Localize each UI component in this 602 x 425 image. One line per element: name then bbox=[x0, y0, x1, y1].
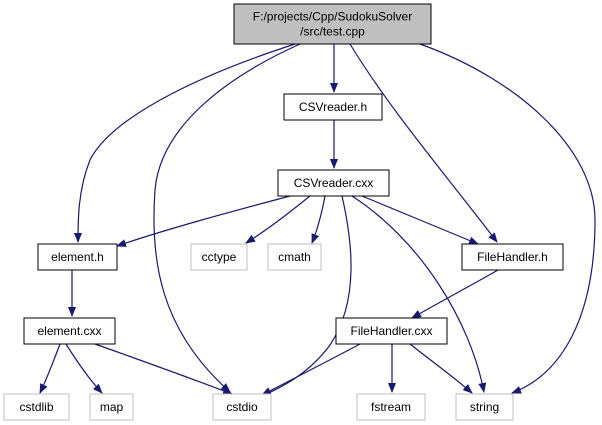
node-fstream: fstream bbox=[356, 393, 426, 421]
edge-layer bbox=[39, 43, 596, 397]
node-label: cctype bbox=[202, 250, 237, 264]
node-label: string bbox=[470, 400, 499, 414]
node-cctype: cctype bbox=[190, 243, 248, 271]
edge-element_cxx-to-cstdlib bbox=[39, 343, 61, 394]
node-cmath: cmath bbox=[267, 243, 322, 271]
node-label: element.cxx bbox=[37, 324, 101, 338]
node-box bbox=[267, 243, 322, 271]
node-element-cxx[interactable]: element.cxx bbox=[23, 317, 116, 345]
edge-csvreader_cxx-to-cmath bbox=[311, 195, 326, 244]
edge-csvreader_cxx-to-filehandler_h bbox=[361, 195, 479, 245]
edge-test-to-filehandler_h bbox=[349, 43, 498, 243]
node-box bbox=[3, 393, 70, 421]
node-box bbox=[89, 393, 134, 421]
node-label: cstdio bbox=[226, 400, 258, 414]
edge-csvreader_cxx-to-cstdio bbox=[261, 195, 352, 397]
node-label: /src/test.cpp bbox=[300, 25, 365, 39]
node-label: FileHandler.cxx bbox=[350, 324, 432, 338]
edge-test-to-element_h bbox=[74, 43, 296, 243]
node-label: F:/projects/Cpp/SudokuSolver bbox=[253, 10, 412, 24]
edge-csvreader_cxx-to-cctype bbox=[245, 195, 311, 244]
edge-csvreader_cxx-to-string bbox=[351, 195, 487, 393]
node-label: cstdlib bbox=[19, 400, 53, 414]
node-box bbox=[23, 317, 116, 345]
node-test[interactable]: F:/projects/Cpp/SudokuSolver/src/test.cp… bbox=[233, 3, 432, 45]
node-csvreader-h[interactable]: CSVreader.h bbox=[283, 93, 383, 121]
edge-filehandler_h-to-filehandler_cxx bbox=[411, 269, 499, 319]
node-label: CSVreader.cxx bbox=[294, 176, 374, 190]
node-cstdlib: cstdlib bbox=[3, 393, 70, 421]
node-box bbox=[455, 393, 514, 421]
node-box bbox=[212, 393, 272, 421]
node-label: CSVreader.h bbox=[299, 100, 367, 114]
node-label: map bbox=[100, 400, 124, 414]
node-layer: F:/projects/Cpp/SudokuSolver/src/test.cp… bbox=[3, 3, 564, 421]
node-box bbox=[190, 243, 248, 271]
node-box bbox=[277, 169, 390, 197]
node-csvreader-cxx[interactable]: CSVreader.cxx bbox=[277, 169, 390, 197]
node-filehandler-h[interactable]: FileHandler.h bbox=[461, 243, 564, 271]
edge-filehandler_cxx-to-cstdio bbox=[261, 343, 361, 396]
edge-test-to-cstdio bbox=[153, 43, 301, 393]
node-element-h[interactable]: element.h bbox=[37, 243, 118, 271]
node-box bbox=[335, 317, 448, 345]
node-filehandler-cxx[interactable]: FileHandler.cxx bbox=[335, 317, 448, 345]
node-map: map bbox=[89, 393, 134, 421]
node-box bbox=[283, 93, 383, 121]
node-string: string bbox=[455, 393, 514, 421]
node-box bbox=[37, 243, 118, 271]
node-label: fstream bbox=[371, 400, 411, 414]
edge-csvreader_cxx-to-element_h bbox=[116, 195, 291, 247]
edge-test-to-string bbox=[419, 43, 596, 394]
edge-filehandler_cxx-to-string bbox=[409, 343, 473, 394]
node-cstdio: cstdio bbox=[212, 393, 272, 421]
edge-element_cxx-to-map bbox=[65, 343, 103, 394]
node-box bbox=[233, 3, 432, 45]
node-box bbox=[356, 393, 426, 421]
node-label: element.h bbox=[51, 250, 104, 264]
node-label: FileHandler.h bbox=[477, 250, 548, 264]
node-label: cmath bbox=[278, 250, 311, 264]
edge-element_cxx-to-cstdio bbox=[94, 343, 233, 395]
node-box bbox=[461, 243, 564, 271]
